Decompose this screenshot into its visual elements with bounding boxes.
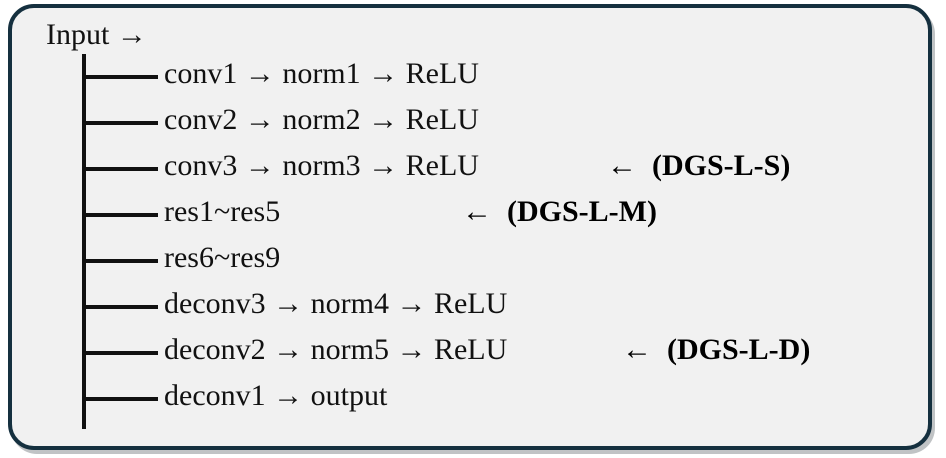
annotation-left-arrow-icon: ←: [607, 149, 637, 182]
branch-connector-line: [82, 121, 158, 125]
tree-branch-row: res1~res5 ← (DGS-L-M): [82, 192, 936, 238]
branch-connector-line: [82, 351, 158, 355]
branch-annotation: ← (DGS-L-D): [622, 327, 810, 373]
annotation-tag-label: (DGS-L-D): [667, 333, 811, 366]
annotation-tag-label: (DGS-L-M): [507, 195, 657, 228]
branch-annotation: ← (DGS-L-M): [462, 189, 657, 235]
branch-connector-line: [82, 75, 158, 79]
branch-label: res1~res5: [164, 195, 281, 228]
figure-panel: Input → conv1 → norm1 → ReLU conv2 → norm…: [8, 4, 932, 450]
annotation-left-arrow-icon: ←: [622, 333, 652, 366]
annotation-left-arrow-icon: ←: [462, 195, 492, 228]
tree-branch-row: res6~res9: [82, 238, 936, 284]
tree-branch-row: conv3 → norm3 → ReLU ← (DGS-L-S): [82, 146, 936, 192]
branch-label: conv3 → norm3 → ReLU: [164, 149, 479, 182]
tree-branch-row: conv1 → norm1 → ReLU: [82, 54, 936, 100]
tree-branch-row: conv2 → norm2 → ReLU: [82, 100, 936, 146]
annotation-tag-label: (DGS-L-S): [652, 149, 791, 182]
branch-annotation: ← (DGS-L-S): [607, 143, 790, 189]
branch-label: deconv3 → norm4 → ReLU: [164, 287, 508, 320]
architecture-tree: Input → conv1 → norm1 → ReLU conv2 → norm…: [12, 8, 936, 454]
tree-root-label: Input →: [46, 18, 147, 51]
tree-branch-row: deconv3 → norm4 → ReLU: [82, 284, 936, 330]
branch-connector-line: [82, 213, 158, 217]
branch-label: deconv1 → output: [164, 379, 388, 412]
branch-connector-line: [82, 259, 158, 263]
branch-connector-line: [82, 167, 158, 171]
tree-branch-row: deconv2 → norm5 → ReLU ← (DGS-L-D): [82, 330, 936, 376]
branch-connector-line: [82, 305, 158, 309]
branch-label: deconv2 → norm5 → ReLU: [164, 333, 508, 366]
tree-branch-row: deconv1 → output: [82, 376, 936, 422]
tree-trunk-line: [82, 54, 86, 429]
branch-connector-line: [82, 397, 158, 401]
branch-label: res6~res9: [164, 241, 281, 274]
branch-label: conv2 → norm2 → ReLU: [164, 103, 479, 136]
branch-label: conv1 → norm1 → ReLU: [164, 57, 479, 90]
